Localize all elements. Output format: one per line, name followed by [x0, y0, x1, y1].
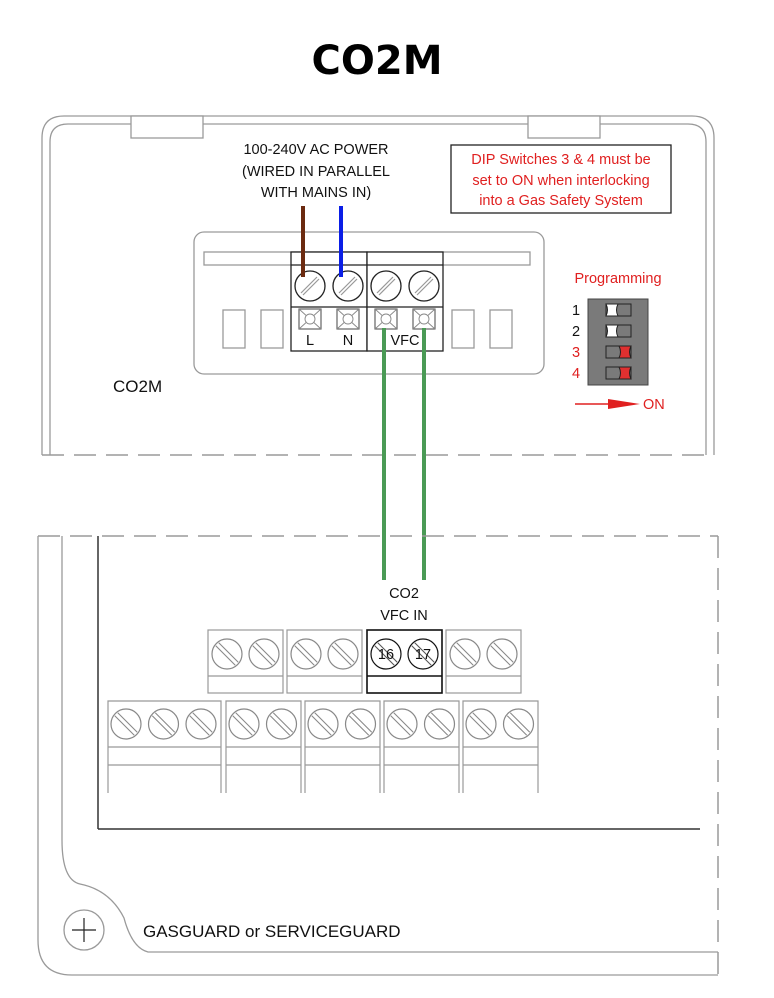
svg-text:(WIRED IN PARALLEL: (WIRED IN PARALLEL [242, 164, 390, 180]
power-label: 100-240V AC POWER (WIRED IN PARALLEL WIT… [242, 142, 390, 201]
dip-switch-4: 4 [572, 366, 632, 382]
vfc-in-label: CO2 VFC IN [380, 586, 428, 624]
terminal-label-neutral: N [343, 333, 353, 349]
svg-text:100-240V AC POWER: 100-240V AC POWER [243, 142, 388, 158]
co2m-screw-terminal [294, 270, 326, 330]
terminal-block [286, 629, 363, 694]
svg-text:2: 2 [572, 324, 580, 340]
terminal-block [107, 700, 222, 793]
warning-box: DIP Switches 3 & 4 must be set to ON whe… [450, 144, 672, 214]
terminal-block [462, 700, 539, 793]
dip-switch-2: 2 [572, 324, 632, 340]
svg-text:4: 4 [572, 366, 580, 382]
svg-text:CO2: CO2 [389, 586, 419, 602]
co2m-terminal-housing [193, 231, 545, 375]
svg-text:set to ON when interlocking: set to ON when interlocking [472, 173, 649, 189]
co2m-enclosure [41, 115, 715, 456]
terminal-block [445, 629, 522, 694]
dip-switch-panel: Programming 1 2 3 4 ON [572, 271, 665, 413]
terminal-number: 16 [378, 647, 394, 663]
terminal-block [207, 629, 284, 694]
terminal-block [225, 700, 302, 793]
controller-enclosure [37, 535, 719, 976]
terminal-label-vfc: VFC [391, 333, 420, 349]
svg-text:VFC IN: VFC IN [380, 608, 428, 624]
diagram-title: CO2M [312, 38, 443, 84]
co2m-screw-terminal [408, 270, 440, 330]
co2m-screw-terminal [332, 270, 364, 330]
dip-switch-3: 3 [572, 345, 632, 361]
terminal-block [383, 700, 460, 793]
svg-text:3: 3 [572, 345, 580, 361]
svg-text:DIP Switches 3 & 4 must be: DIP Switches 3 & 4 must be [471, 152, 650, 168]
svg-text:into a Gas Safety System: into a Gas Safety System [479, 193, 643, 209]
on-label: ON [643, 397, 665, 413]
terminal-label-live: L [306, 333, 314, 349]
terminal-number: 17 [415, 647, 431, 663]
terminal-block [304, 700, 381, 793]
co2m-screw-terminal [370, 270, 402, 330]
controller-label: GASGUARD or SERVICEGUARD [143, 922, 401, 941]
svg-text:1: 1 [572, 303, 580, 319]
co2m-label: CO2M [113, 377, 162, 396]
programming-title: Programming [574, 271, 661, 287]
co2m-terminal-labels: L N VFC [306, 333, 420, 349]
dip-switch-1: 1 [572, 303, 632, 319]
svg-text:WITH MAINS IN): WITH MAINS IN) [261, 185, 371, 201]
